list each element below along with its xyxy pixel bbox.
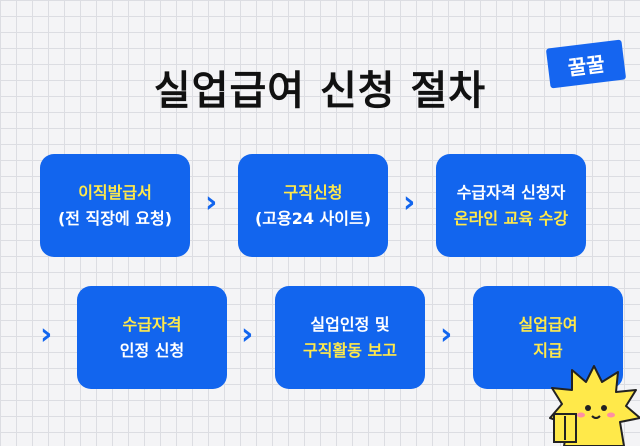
step-1-line1: 이직발급서 [78, 182, 152, 202]
step-6-line2: 지급 [533, 340, 563, 360]
step-2-line2: (고용24 사이트) [254, 208, 372, 228]
step-6-box: 실업급여 지급 [473, 286, 623, 389]
step-2-box: 구직신청 (고용24 사이트) [238, 154, 388, 257]
step-2-line1: 구직신청 [283, 182, 343, 202]
step-1-line2: (전 직장에 요청) [57, 208, 173, 228]
arrow-2-icon: › [403, 185, 416, 220]
arrow-4-icon: › [241, 317, 254, 352]
mascot-icon [549, 365, 640, 446]
arrow-3-icon: › [40, 317, 53, 352]
step-3-line1: 수급자격 신청자 [456, 182, 566, 202]
step-4-box: 수급자격 인정 신청 [77, 286, 227, 389]
step-6-line1: 실업급여 [518, 314, 578, 334]
step-5-line1: 실업인정 및 [310, 314, 390, 334]
step-4-line2: 인정 신청 [119, 340, 185, 360]
arrow-5-icon: › [440, 317, 453, 352]
step-4-line1: 수급자격 [122, 314, 182, 334]
step-5-line2: 구직활동 보고 [303, 340, 397, 360]
page-title: 실업급여 신청 절차 [153, 68, 487, 114]
step-3-box: 수급자격 신청자 온라인 교육 수강 [436, 154, 586, 257]
step-5-box: 실업인정 및 구직활동 보고 [275, 286, 425, 389]
step-3-line2: 온라인 교육 수강 [453, 208, 569, 228]
arrow-1-icon: › [205, 185, 218, 220]
step-1-box: 이직발급서 (전 직장에 요청) [40, 154, 190, 257]
